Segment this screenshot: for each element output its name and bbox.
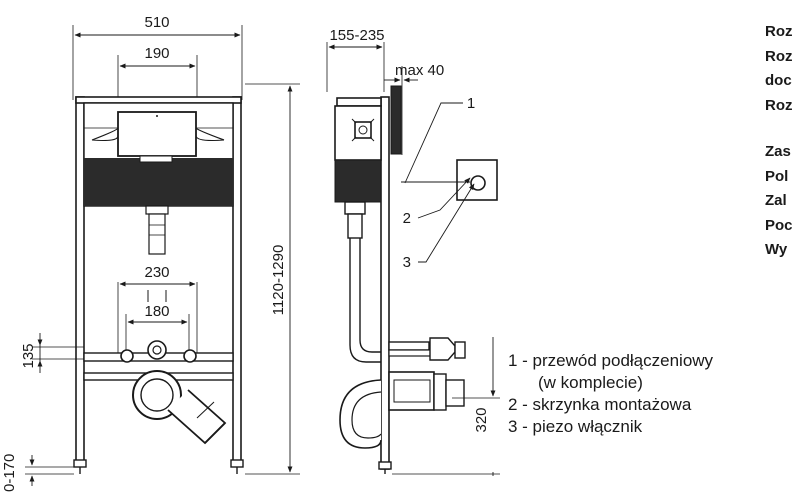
width-label: 510 [144, 14, 169, 31]
height-label: 1120-1290 [270, 245, 287, 316]
side-view [326, 42, 500, 476]
truncated-line: Roz [765, 23, 793, 40]
truncated-line: Wy [765, 241, 788, 258]
callout-3: 3 [403, 254, 411, 271]
depth-label: 155-235 [329, 27, 384, 44]
truncated-line: Zal [765, 192, 787, 209]
legend: 1 - przewód podłączeniowy (w komplecie) … [508, 350, 713, 438]
pipe-spacing-label: 230 [144, 264, 169, 281]
legend-item-1-cont: (w komplecie) [538, 373, 643, 392]
callout-2: 2 [403, 210, 411, 227]
bolt-spacing-label: 180 [144, 303, 169, 320]
foot-label: 0-170 [1, 454, 18, 492]
plate-width-label: 190 [144, 45, 169, 62]
truncated-line: doc [765, 72, 792, 89]
bolt-height-label: 135 [20, 343, 37, 368]
truncated-line: Zas [765, 143, 791, 160]
callout-1: 1 [467, 95, 475, 112]
truncated-side-text: Roz Roz doc Roz Zas Pol Zal Poc Wy [765, 20, 793, 263]
truncated-line: Pol [765, 167, 789, 185]
max-label: max 40 [395, 62, 444, 79]
truncated-line: Roz [765, 47, 793, 65]
truncated-line: Roz [765, 96, 793, 114]
front-view [25, 25, 300, 486]
truncated-line: Poc [765, 216, 793, 234]
drain-height-label: 320 [473, 407, 490, 432]
legend-item-2: 2 - skrzynka montażowa [508, 395, 692, 414]
legend-item-1: 1 - przewód podłączeniowy [508, 351, 714, 370]
legend-item-3: 3 - piezo włącznik [508, 417, 643, 436]
